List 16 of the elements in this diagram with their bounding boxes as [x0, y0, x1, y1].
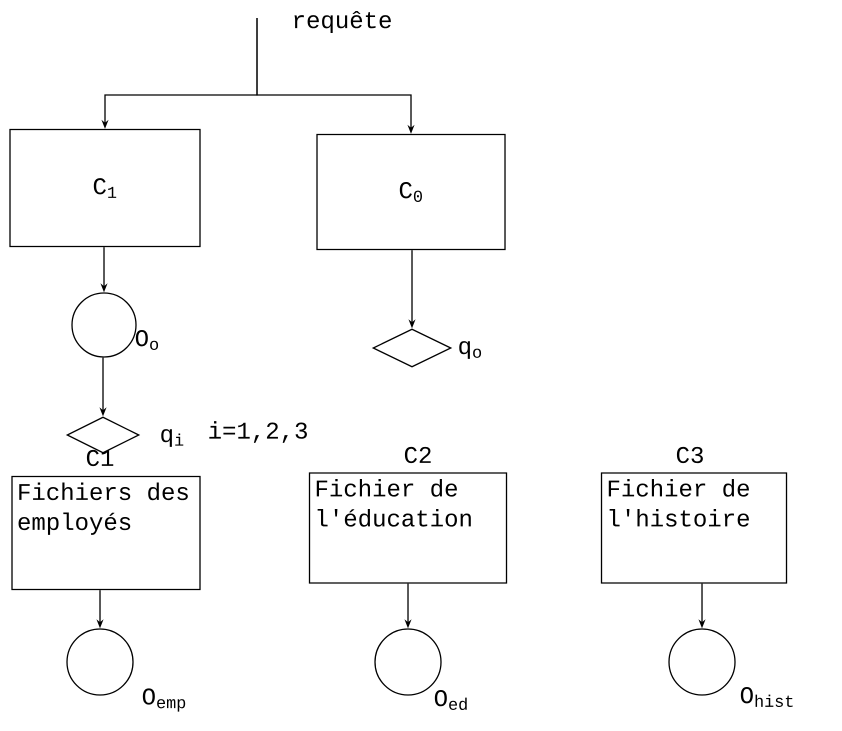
file-box: Fichiers des employés: [11, 476, 201, 590]
node-label: O$_{emp}$: [142, 688, 186, 712]
node-label: O$_{o}$: [136, 330, 158, 350]
node-label: O$_{ed}$: [434, 690, 467, 710]
box-heading: C2: [404, 446, 431, 464]
node-label: i=1,2,3: [209, 421, 307, 443]
box-heading: C3: [676, 446, 703, 464]
node-label: q$_{i}$: [161, 429, 184, 447]
process-box: C$_{1}$: [9, 128, 201, 248]
file-box: Fichier de l'histoire: [600, 472, 788, 584]
node-label: q$_{o}$: [459, 341, 482, 359]
node-label: O$_{hist}$: [740, 687, 793, 707]
process-box: C$_{0}$: [316, 134, 506, 250]
file-box: Fichier de l'éducation: [308, 472, 508, 584]
edge-label: requête: [294, 10, 391, 34]
box-heading: C1: [86, 450, 114, 466]
